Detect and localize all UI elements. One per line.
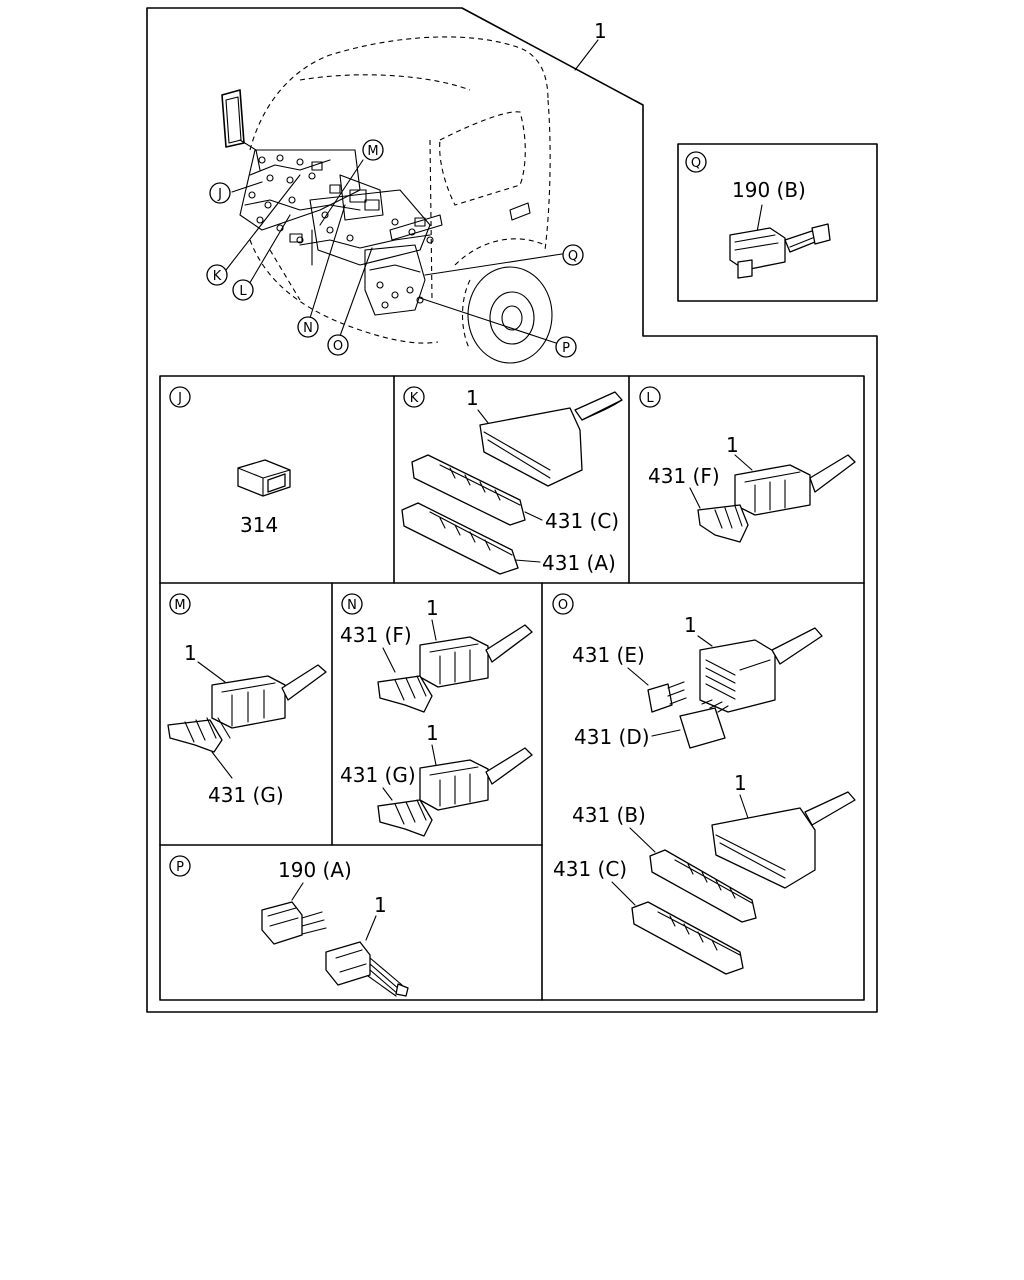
part-431e-label: 431 (E)	[572, 643, 645, 667]
connector-314	[237, 459, 291, 497]
callout-O: O	[327, 334, 349, 356]
callout-J: J	[209, 182, 231, 204]
svg-text:M: M	[367, 144, 378, 159]
callout-M: M	[362, 139, 384, 161]
svg-text:J: J	[217, 187, 222, 202]
svg-text:K: K	[213, 269, 222, 284]
harness-ref-label: 1	[466, 386, 479, 410]
part-314-label: 314	[240, 513, 278, 537]
svg-text:K: K	[410, 391, 419, 406]
part-431f-label: 431 (F)	[648, 464, 720, 488]
connector-431d	[679, 699, 729, 749]
detail-O-panel: O 1 431 (E) 431 (D) 1 431 (B)	[552, 593, 856, 975]
part-190a-label: 190 (A)	[278, 858, 352, 882]
connector-190a	[261, 901, 327, 945]
connector-harness-p	[325, 941, 409, 997]
callout-Q: Q	[562, 244, 584, 266]
connector-harness-o1	[699, 627, 823, 713]
connector-431b	[649, 849, 757, 923]
connector-harness-k	[479, 391, 623, 487]
callout-K: K	[206, 264, 228, 286]
detail-M-panel: M 1 431 (G)	[167, 593, 327, 807]
part-190b-label: 190 (B)	[732, 178, 806, 202]
svg-text:P: P	[176, 860, 184, 875]
detail-J-panel: J 314	[169, 386, 291, 537]
connector-431a	[401, 502, 519, 575]
svg-text:J: J	[177, 391, 182, 406]
connector-190b	[729, 223, 831, 279]
connector-431c	[411, 454, 526, 526]
callout-P: P	[555, 336, 577, 358]
outer-frame	[146, 7, 878, 1013]
part-431g-label: 431 (G)	[208, 783, 284, 807]
svg-text:Q: Q	[691, 156, 701, 171]
harness-ref-label: 1	[734, 771, 747, 795]
svg-text:O: O	[558, 598, 568, 613]
part-431c-label: 431 (C)	[553, 857, 627, 881]
svg-text:P: P	[562, 341, 570, 356]
connector-431g-n	[377, 799, 433, 837]
harness-ref-label: 1	[426, 721, 439, 745]
detail-Q-panel: Q 190 (B)	[677, 143, 878, 302]
harness-ref-label: 1	[374, 893, 387, 917]
connector-431e	[647, 681, 687, 713]
connector-431c-o	[631, 901, 744, 975]
harness-ref-label: 1	[726, 433, 739, 457]
connector-harness-l	[734, 454, 856, 516]
svg-text:O: O	[333, 339, 343, 354]
part-431b-label: 431 (B)	[572, 803, 646, 827]
part-431d-label: 431 (D)	[574, 725, 650, 749]
callout-N: N	[297, 316, 319, 338]
detail-L-panel: L 1 431 (F)	[639, 386, 856, 543]
connector-431f-n	[377, 675, 433, 713]
svg-text:Q: Q	[568, 249, 578, 264]
connector-harness-n1	[419, 624, 533, 688]
main-leader-lines	[225, 39, 599, 344]
part-431c-label: 431 (C)	[545, 509, 619, 533]
harness-ref-label: 1	[184, 641, 197, 665]
detail-P-panel: P 190 (A) 1	[169, 855, 409, 997]
part-431f-label: 431 (F)	[340, 623, 412, 647]
callout-L: L	[232, 279, 254, 301]
svg-text:L: L	[239, 284, 247, 299]
harness-ref-label: 1	[426, 596, 439, 620]
connector-harness-m	[211, 664, 327, 729]
harness-ref-label: 1	[594, 19, 607, 43]
harness-ref-label: 1	[684, 613, 697, 637]
truck-cab-illustration	[221, 36, 553, 364]
svg-text:M: M	[174, 598, 185, 613]
detail-N-panel: N 1 431 (F) 1 431 (G)	[340, 593, 533, 837]
part-431g-label: 431 (G)	[340, 763, 416, 787]
svg-text:L: L	[646, 391, 654, 406]
svg-text:N: N	[303, 321, 313, 336]
part-431a-label: 431 (A)	[542, 551, 616, 575]
detail-grid	[159, 375, 865, 1001]
detail-K-panel: K 1 431 (C) 431 (A)	[401, 386, 623, 575]
connector-431f	[697, 504, 749, 543]
svg-text:N: N	[347, 598, 357, 613]
connector-harness-o2	[711, 791, 856, 889]
connector-harness-n2	[419, 747, 533, 811]
connector-431g	[167, 717, 231, 753]
